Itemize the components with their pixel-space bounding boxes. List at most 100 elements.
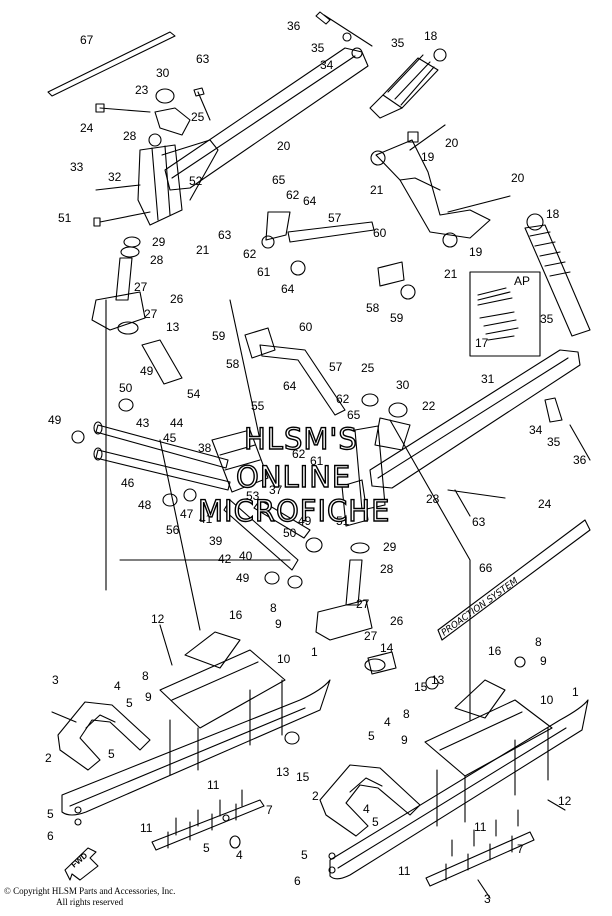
callout-5: 5	[203, 841, 210, 855]
rights-line: All rights reserved	[56, 897, 124, 907]
callout-8: 8	[270, 601, 277, 615]
callout-7: 7	[517, 842, 524, 856]
callout-48: 48	[138, 498, 152, 512]
callout-29: 29	[152, 235, 166, 249]
callout-17: 17	[475, 336, 489, 350]
callout-60: 60	[299, 320, 313, 334]
callout-51: 51	[58, 211, 72, 225]
callout-64: 64	[283, 379, 297, 393]
watermark-line-3: MICROFICHE	[198, 494, 390, 528]
copyright-line: © Copyright HLSM Parts and Accessories, …	[4, 886, 176, 896]
link-rod-57b	[259, 344, 346, 416]
callout-53: 53	[246, 489, 260, 503]
callout-22: 22	[422, 399, 436, 413]
callout-42: 42	[218, 552, 232, 566]
callout-14: 14	[380, 641, 394, 655]
callout-15: 15	[296, 770, 310, 784]
callout-61: 61	[257, 265, 271, 279]
callout-5: 5	[108, 747, 115, 761]
callout-34: 34	[529, 423, 543, 437]
callout-26: 26	[390, 614, 404, 628]
callout-8: 8	[142, 669, 149, 683]
callout-2: 2	[45, 751, 52, 765]
callout-11: 11	[140, 821, 153, 835]
callout-6: 6	[294, 874, 301, 888]
callout-46: 46	[121, 476, 135, 490]
callout-58: 58	[226, 357, 240, 371]
callout-54: 54	[187, 387, 201, 401]
decal-text: PROACTION SYSTEM	[440, 576, 520, 638]
callout-20: 20	[511, 171, 525, 185]
copyright-notice: © Copyright HLSM Parts and Accessories, …	[4, 886, 175, 908]
callout-58: 58	[366, 301, 380, 315]
callout-11: 11	[474, 820, 487, 834]
callout-4: 4	[384, 715, 391, 729]
inset-label: AP	[514, 274, 530, 288]
callout-32: 32	[108, 170, 122, 184]
callout-44: 44	[170, 416, 184, 430]
link-rod-57a	[287, 221, 375, 243]
callout-16: 16	[229, 608, 243, 622]
ski-assembly-left	[51, 624, 331, 851]
callout-26: 26	[170, 292, 184, 306]
callout-5: 5	[368, 729, 375, 743]
callout-27: 27	[144, 307, 158, 321]
callout-62: 62	[243, 247, 257, 261]
callout-28: 28	[380, 562, 394, 576]
callout-8: 8	[535, 635, 542, 649]
callout-19: 19	[421, 150, 435, 164]
watermark-line-1: HLSM'S	[244, 422, 358, 456]
callout-38: 38	[198, 441, 212, 455]
callout-63: 63	[196, 52, 210, 66]
callout-45: 45	[163, 431, 177, 445]
callout-9: 9	[540, 654, 547, 668]
callout-5: 5	[301, 848, 308, 862]
callout-34: 34	[320, 58, 334, 72]
callout-15: 15	[414, 680, 428, 694]
callout-36: 36	[573, 453, 587, 467]
callout-4: 4	[363, 802, 370, 816]
callout-24: 24	[538, 497, 552, 511]
shaft-43	[95, 424, 229, 469]
callout-64: 64	[281, 282, 295, 296]
callout-19: 19	[469, 245, 483, 259]
bracket-23	[154, 107, 191, 136]
callout-61: 61	[310, 454, 324, 468]
callout-36: 36	[287, 19, 301, 33]
callout-5: 5	[126, 696, 133, 710]
callout-11: 11	[398, 864, 411, 878]
callout-40: 40	[239, 549, 253, 563]
callout-8: 8	[403, 707, 410, 721]
callout-49: 49	[48, 413, 62, 427]
callout-62: 62	[336, 392, 350, 406]
callout-43: 43	[136, 416, 150, 430]
callout-47: 47	[180, 507, 194, 521]
tube-13a	[141, 339, 183, 385]
callout-65: 65	[347, 408, 361, 422]
callout-20: 20	[277, 139, 291, 153]
callout-9: 9	[275, 617, 282, 631]
watermark-line-2: ONLINE	[236, 460, 351, 494]
callout-63: 63	[218, 228, 232, 242]
watermark: HLSM'S ONLINE MICROFICHE	[197, 421, 390, 528]
callout-24: 24	[80, 121, 94, 135]
rear-arm-upper	[164, 47, 369, 191]
shaft-46	[95, 449, 231, 491]
callout-27: 27	[134, 280, 148, 294]
center-bracket-38	[211, 429, 269, 493]
fwd-arrow	[64, 847, 99, 881]
callout-6: 6	[47, 829, 54, 843]
callout-5: 5	[372, 815, 379, 829]
lower-arm-40	[223, 499, 299, 571]
callout-57: 57	[329, 360, 343, 374]
callout-18: 18	[546, 207, 560, 221]
callout-67: 67	[80, 33, 94, 47]
fwd-label: FWD	[70, 851, 90, 870]
callout-9: 9	[401, 733, 408, 747]
callout-4: 4	[236, 848, 243, 862]
callout-52: 52	[189, 174, 203, 188]
callout-37: 37	[269, 483, 283, 497]
callout-12: 12	[558, 794, 572, 808]
